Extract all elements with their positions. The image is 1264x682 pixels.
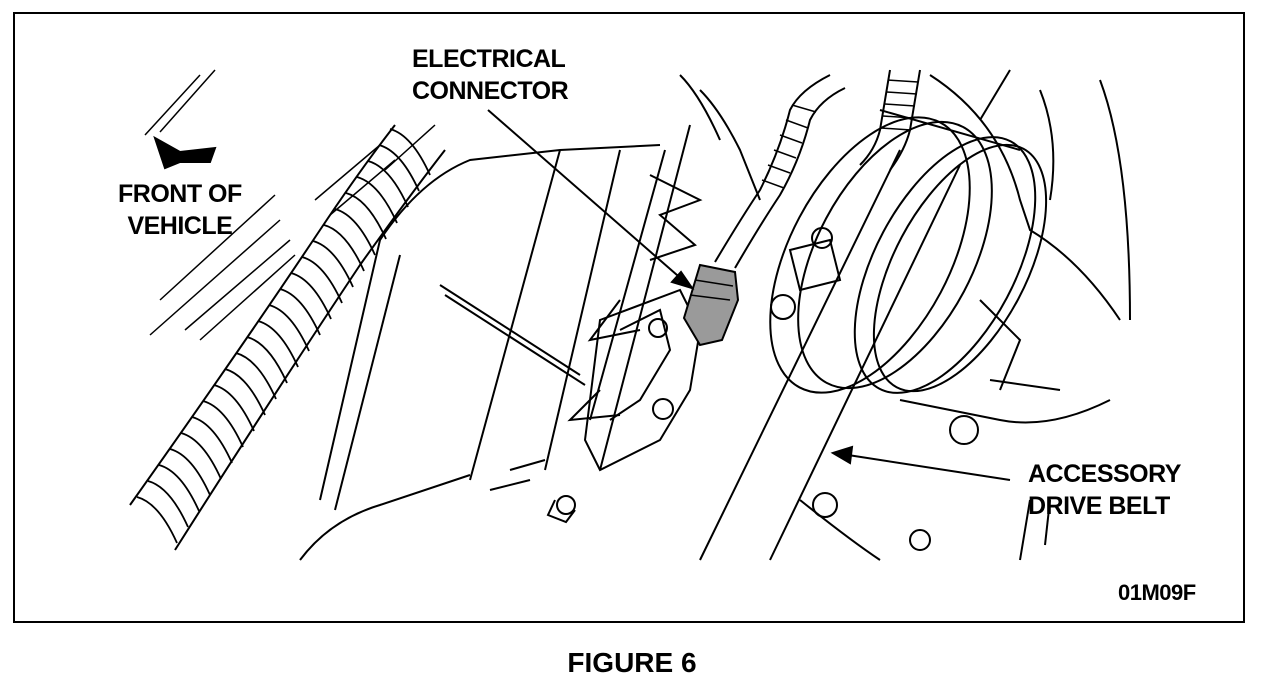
figure-frame xyxy=(13,12,1245,623)
electrical-connector-part xyxy=(682,263,740,347)
corrugated-hose xyxy=(129,124,446,551)
leader-lines xyxy=(487,109,1011,481)
drive-belt xyxy=(699,109,1021,561)
background-hatching xyxy=(144,69,436,341)
sensor-bracket xyxy=(546,288,702,524)
engine-block xyxy=(799,69,1131,561)
pulley xyxy=(769,116,1048,394)
front-arrow-icon xyxy=(153,135,217,170)
figure-code-label: 01M09F xyxy=(1118,580,1196,605)
accessory-drive-belt-label: ACCESSORY DRIVE BELT xyxy=(1028,460,1181,520)
electrical-connector-label: ELECTRICAL CONNECTOR xyxy=(412,45,569,105)
front-of-vehicle-label: FRONT OF VEHICLE xyxy=(118,180,242,240)
wiring-harness xyxy=(679,69,921,269)
figure-caption: FIGURE 6 xyxy=(567,647,697,678)
